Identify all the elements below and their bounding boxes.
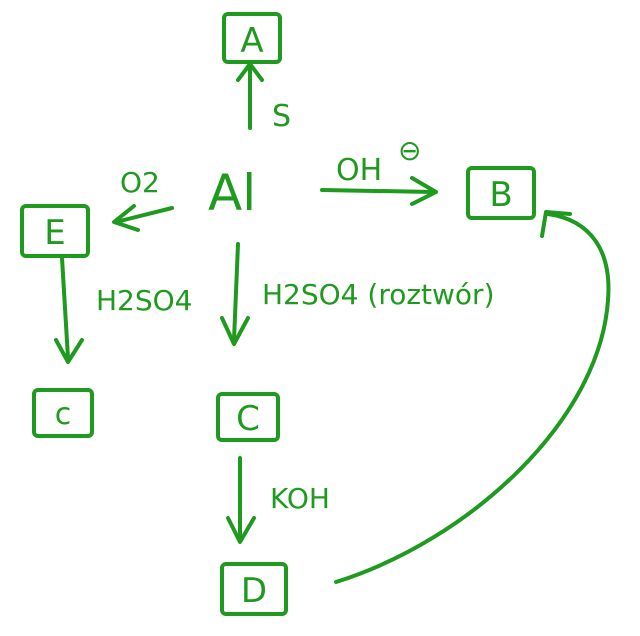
edge-c-to-d-label: KOH [270, 482, 330, 515]
edge-al-to-b-label: OH [336, 153, 382, 188]
edge-al-to-b-charge: ⊖ [398, 134, 421, 167]
edge-d-to-b [334, 210, 611, 584]
node-e: E [20, 204, 90, 258]
node-e-label: E [44, 213, 65, 253]
edge-e-to-c: H2SO4 [54, 256, 193, 364]
node-d-label: D [241, 571, 267, 611]
edge-al-to-b: OH ⊖ [320, 134, 438, 206]
node-al-label: Al [208, 164, 256, 222]
node-c-left-label: c [55, 397, 72, 432]
node-a-label: A [240, 21, 263, 61]
node-c-left: c [32, 388, 94, 438]
node-b-label: B [489, 175, 512, 215]
node-c-mid: C [216, 392, 280, 442]
edge-al-to-c-label: H2SO4 (roztwór) [262, 278, 495, 311]
node-b: B [466, 166, 536, 220]
edge-al-to-e-label: O2 [120, 166, 160, 199]
edge-al-to-e: O2 [112, 166, 174, 232]
edge-al-to-c: H2SO4 (roztwór) [220, 242, 495, 346]
edge-al-to-a: S [236, 62, 291, 134]
node-a: A [222, 12, 282, 64]
node-c-mid-label: C [236, 399, 260, 439]
edge-e-to-c-label: H2SO4 [96, 284, 193, 317]
edge-c-to-d: KOH [226, 456, 330, 544]
edge-al-to-a-label: S [272, 99, 291, 134]
node-d: D [220, 562, 288, 616]
